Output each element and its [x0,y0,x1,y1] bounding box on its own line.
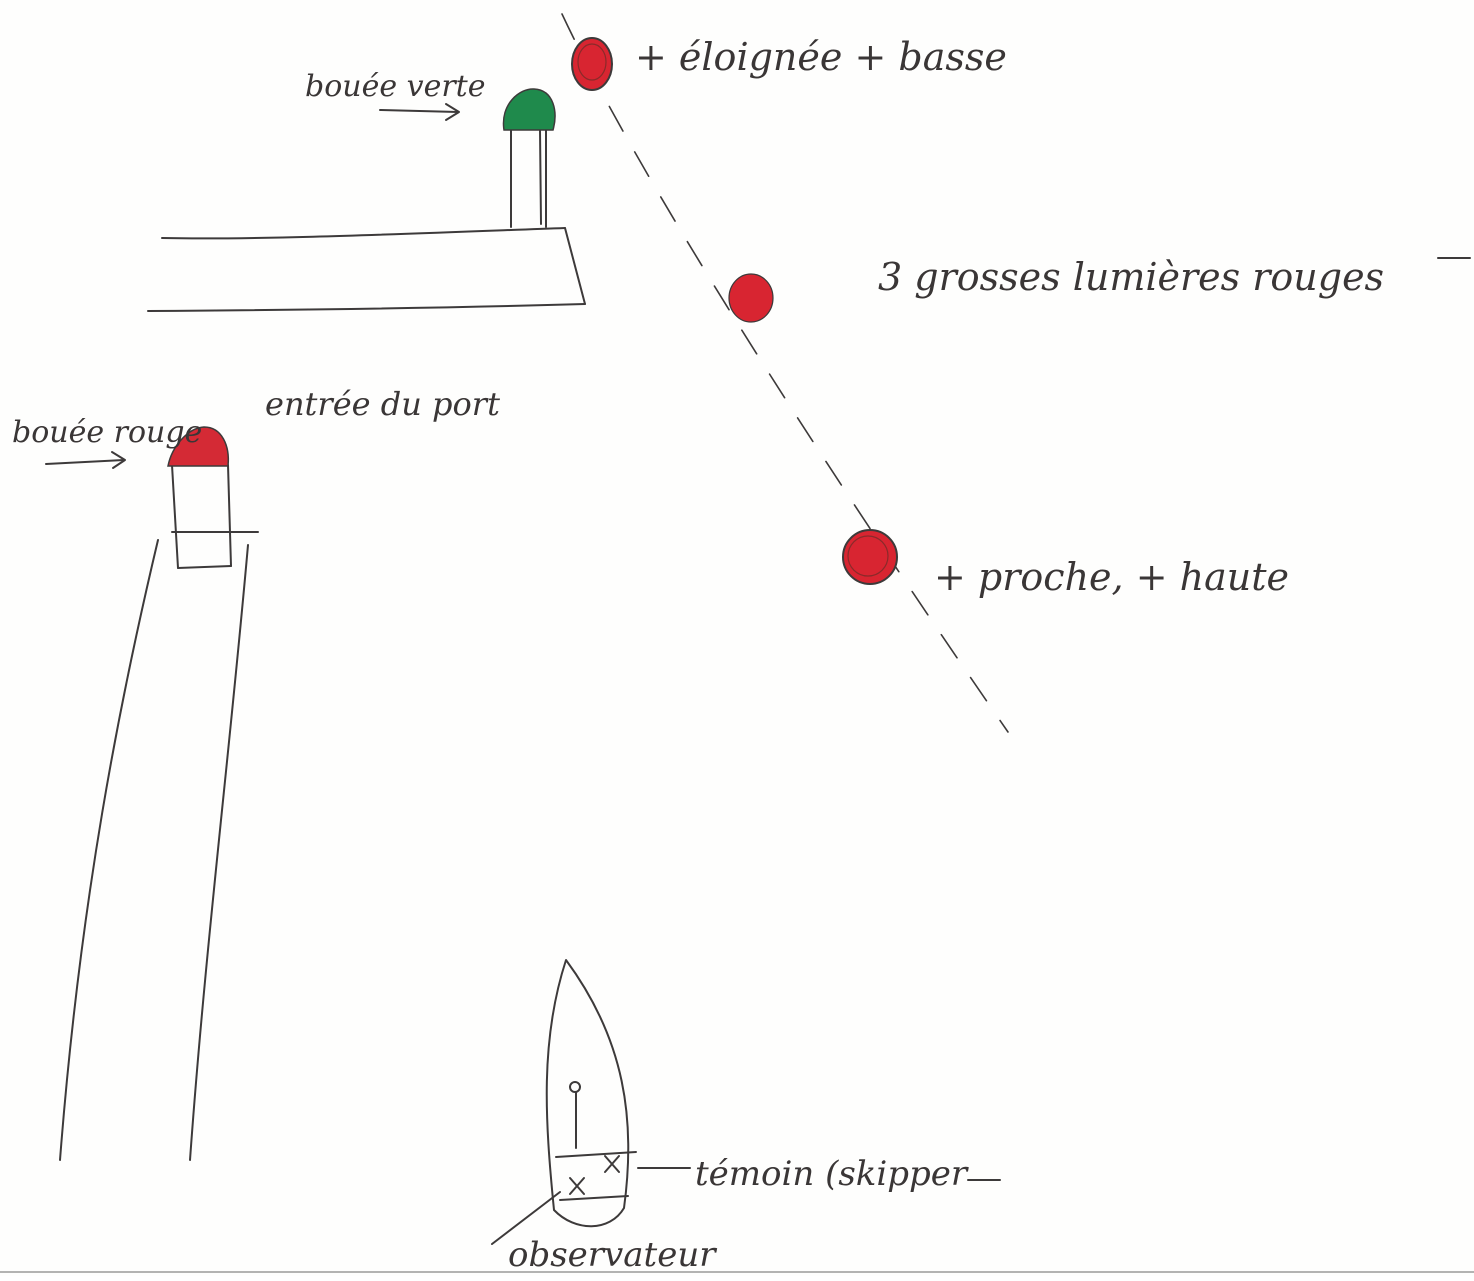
label-green-buoy: bouée verte [305,69,485,104]
label-three-lights: 3 grosses lumières rouges [878,255,1384,299]
label-red-buoy: bouée rouge [12,415,202,450]
label-light-near: + proche, + haute [934,555,1289,599]
label-port-entrance: entrée du port [265,385,500,423]
upper-jetty [147,227,586,312]
arrow-right-icon [45,451,126,469]
red-light-icon [571,37,613,91]
green-buoy-top [502,88,556,131]
mast-icon [569,1081,581,1093]
arrow-right-icon [379,103,460,121]
lower-jetty [59,531,259,1161]
cross-observer-icon [569,1177,585,1195]
red-buoy-top [167,426,230,467]
red-light-icon [728,273,774,323]
red-light-icon [842,529,898,585]
label-light-far: + éloignée + basse [635,35,1007,79]
sailboat-topview-icon [545,959,637,1228]
observer-pointer [491,1191,561,1245]
red-buoy [167,426,232,569]
label-witness: témoin (skipper [695,1154,969,1194]
cross-witness-icon [604,1155,620,1173]
sight-line [561,13,1009,733]
label-observer: observateur [508,1235,717,1275]
green-buoy [502,88,556,228]
